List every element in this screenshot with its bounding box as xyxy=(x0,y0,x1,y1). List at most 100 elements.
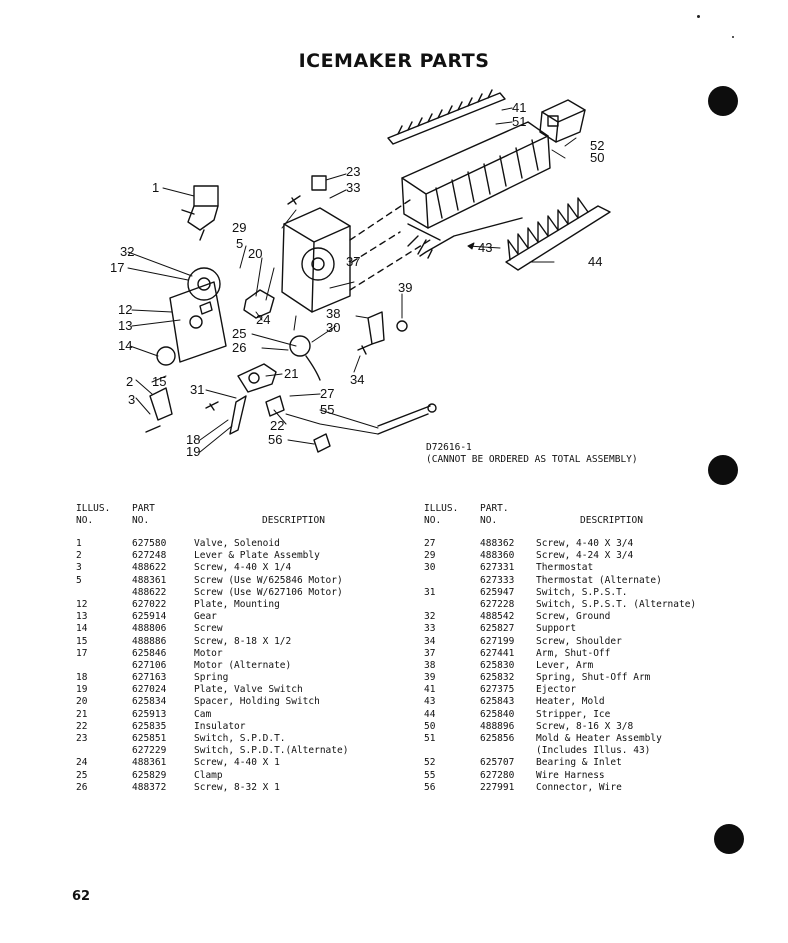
part-number: 488361 xyxy=(132,757,167,769)
callout-50: 50 xyxy=(590,150,604,165)
part-description: Screw, 4-40 X 1/4 xyxy=(194,562,292,574)
thermostat-part xyxy=(289,335,321,381)
callout-13: 13 xyxy=(118,318,132,333)
part-number: 625830 xyxy=(480,659,515,671)
mold-heater-part xyxy=(419,217,523,259)
illus-number: 43 xyxy=(424,696,436,708)
illus-number: 2 xyxy=(76,550,82,562)
valve-switch-plate-part xyxy=(229,395,247,435)
callout-labels: 1 2 3 5 12 13 14 15 17 18 19 20 21 22 23… xyxy=(110,100,604,459)
part-number: 625856 xyxy=(480,733,515,744)
part-description: Cam xyxy=(194,708,212,720)
part-description: Thermostat (Alternate) xyxy=(536,574,662,586)
screw-29 xyxy=(287,195,301,205)
part-description: Switch, S.P.D.T. xyxy=(194,733,286,744)
screw-3-part xyxy=(145,425,161,433)
illus-number: 50 xyxy=(424,720,436,732)
callout-33: 33 xyxy=(346,180,360,195)
illus-number: 26 xyxy=(76,781,88,793)
part-number: 625827 xyxy=(480,623,515,635)
wire-harness-part xyxy=(377,405,431,435)
part-number: 625834 xyxy=(132,696,167,708)
illus-number: 27 xyxy=(424,538,436,549)
callout-26: 26 xyxy=(232,340,246,355)
binder-hole-top xyxy=(708,86,738,116)
illus-number: 24 xyxy=(76,757,88,769)
part-number: 625832 xyxy=(480,672,515,684)
illus-number: 38 xyxy=(424,659,436,671)
callout-18: 18 xyxy=(186,432,200,447)
part-number: 627022 xyxy=(132,598,167,610)
insulator-part xyxy=(265,395,285,417)
part-description: Screw, 8-32 X 1 xyxy=(194,781,280,793)
callout-56: 56 xyxy=(268,432,282,447)
part-description: Switch, S.P.S.T. (Alternate) xyxy=(536,598,697,610)
illus-number: 25 xyxy=(76,769,88,781)
part-header: PART NO. xyxy=(132,503,155,526)
spring-18-part xyxy=(205,401,219,411)
callout-20: 20 xyxy=(248,246,262,261)
callout-22: 22 xyxy=(270,418,284,433)
callout-51: 51 xyxy=(512,114,526,129)
illus-number: 13 xyxy=(76,611,88,623)
leader-lines xyxy=(127,107,577,453)
page-number: 62 xyxy=(72,889,91,904)
callout-17: 17 xyxy=(110,260,124,275)
table-header-right: ILLUS. NO. PART. NO. DESCRIPTION xyxy=(424,500,724,526)
callout-21: 21 xyxy=(284,366,298,381)
part-description: Plate, Valve Switch xyxy=(194,684,303,696)
callout-25: 25 xyxy=(232,326,246,341)
illus-number: 39 xyxy=(424,672,436,684)
part-description: Spring xyxy=(194,672,229,684)
binder-hole-bottom xyxy=(714,824,744,854)
part-description: Stripper, Ice xyxy=(536,708,611,720)
callout-24: 24 xyxy=(256,312,270,327)
support-housing xyxy=(281,207,351,313)
part-number: 627228 xyxy=(480,598,515,610)
part-description: Gear xyxy=(194,611,217,623)
speck xyxy=(732,36,734,38)
illus-number: 1 xyxy=(76,538,82,549)
part-description: Spacer, Holding Switch xyxy=(194,696,320,708)
callout-15: 15 xyxy=(152,374,166,389)
illus-number: 37 xyxy=(424,647,436,659)
part-number: 488806 xyxy=(132,623,167,635)
illus-number: 44 xyxy=(424,708,436,720)
illus-number: 12 xyxy=(76,598,88,610)
description-header: DESCRIPTION xyxy=(262,515,325,526)
illus-number: 41 xyxy=(424,684,436,696)
part-description: Clamp xyxy=(194,769,223,781)
part-number: 488361 xyxy=(132,574,167,586)
part-number: 625947 xyxy=(480,586,515,598)
part-number: 625840 xyxy=(480,708,515,720)
part-number: 625843 xyxy=(480,696,515,708)
spring-part xyxy=(396,320,408,332)
illus-header: ILLUS. NO. xyxy=(76,503,111,526)
ejector-part xyxy=(387,89,506,145)
mold-heater-assembly xyxy=(401,121,551,255)
part-description: Mold & Heater Assembly xyxy=(536,733,662,744)
illus-number: 32 xyxy=(424,611,436,623)
part-number: 627375 xyxy=(480,684,515,696)
